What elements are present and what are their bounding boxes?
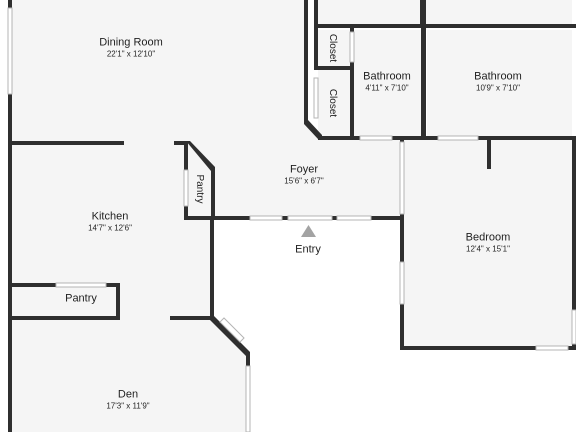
room-label-closet-lower: Closet [318, 89, 346, 117]
bathroom-right-floor [427, 30, 572, 138]
window-foyer-entry-left [249, 215, 283, 221]
room-name: Bathroom [474, 70, 522, 83]
room-dimensions: 22'1" x 12'10" [106, 49, 156, 59]
room-name: Closet [327, 88, 338, 118]
room-name: Pantry [194, 174, 205, 204]
room-label-den: Den 17'3" x 11'9" [106, 389, 149, 412]
room-label-kitchen: Kitchen 14'7" x 12'6" [88, 211, 132, 234]
wall-bedroom-bottom [400, 346, 576, 350]
window-bedroom-left [399, 261, 405, 305]
window-foyer-entry-right [336, 215, 372, 221]
room-name: Bedroom [465, 231, 511, 244]
entry-label: Entry [295, 243, 321, 256]
room-dimensions: 4'11" x 7'10" [365, 83, 409, 93]
window-closet-upper [349, 31, 355, 63]
wall-closet-left [314, 0, 318, 70]
wall-left-outer [8, 0, 12, 432]
wall-top-stub [420, 0, 426, 28]
wall-closet-diagonal [304, 120, 322, 139]
wall-bath-stub [487, 138, 491, 169]
room-label-dining: Dining Room 22'1" x 12'10" [99, 37, 163, 60]
wall-pantry-diagonal [186, 141, 215, 171]
room-name: Den [117, 388, 139, 401]
room-label-bathroom-right: Bathroom 10'9" x 7'10" [474, 71, 522, 94]
window-foyer-right [399, 141, 405, 215]
wall-bedroom-right [572, 140, 576, 350]
room-dimensions: 15'6" x 6'7" [284, 176, 324, 186]
room-dimensions: 14'7" x 12'6" [88, 223, 132, 233]
window-closet-lower [313, 77, 319, 119]
triangle-up-icon [301, 225, 316, 237]
room-name: Kitchen [91, 210, 129, 223]
window-bedroom-right [571, 309, 576, 345]
room-dimensions: 17'3" x 11'9" [106, 401, 150, 411]
window-bedroom-bottom [535, 345, 569, 351]
room-name: Bathroom [363, 70, 411, 83]
window-den-diagonal [219, 317, 245, 343]
wall-dining-right [304, 0, 308, 122]
wall-closet-mid [314, 66, 352, 70]
bathroom-left-floor [354, 30, 424, 138]
window-pantry-top [55, 282, 107, 288]
wall-pantry-stub [174, 141, 188, 145]
wall-pantry-right [211, 167, 215, 220]
wall-kitchen-right [210, 216, 214, 320]
windows [7, 7, 576, 432]
window-bath-bottom-right [437, 135, 479, 141]
top-strip-floor [318, 0, 572, 26]
closet-upper-floor [318, 30, 350, 66]
window-pantry-corner [183, 169, 189, 207]
window-bath-bottom-left [359, 135, 393, 141]
room-label-pantry: Pantry [65, 292, 97, 305]
wall-pantry-bottom [12, 316, 120, 320]
room-label-bathroom-left: Bathroom 4'11" x 7'10" [363, 71, 411, 94]
wall-bedroom-left [400, 140, 404, 350]
wall-den-diagonal [210, 316, 250, 356]
walls [8, 0, 576, 432]
room-label-bedroom: Bedroom 12'4" x 15'1" [466, 232, 511, 255]
wall-dining-kitchen [12, 141, 124, 145]
wall-top-divider [314, 24, 576, 28]
window-foyer-entry-door [287, 215, 333, 221]
wall-pantry-side [116, 283, 120, 320]
window-dining-left [7, 7, 13, 95]
room-name: Pantry [65, 292, 97, 305]
room-name: Dining Room [99, 36, 163, 49]
window-den-right [245, 365, 251, 432]
room-name: Foyer [289, 163, 319, 176]
wall-den-top-stub [170, 316, 214, 320]
room-label-closet-upper: Closet [318, 34, 346, 62]
bedroom-floor [403, 140, 574, 348]
room-name: Closet [327, 33, 338, 63]
closet-lower-floor [318, 70, 350, 136]
wall-bath-divider [421, 26, 426, 140]
room-dimensions: 12'4" x 15'1" [466, 244, 510, 254]
room-dimensions: 10'9" x 7'10" [476, 83, 520, 93]
wall-closet-right [350, 26, 354, 140]
room-label-foyer: Foyer 15'6" x 6'7" [284, 164, 323, 187]
room-label-pantry-corner: Pantry [185, 175, 214, 204]
